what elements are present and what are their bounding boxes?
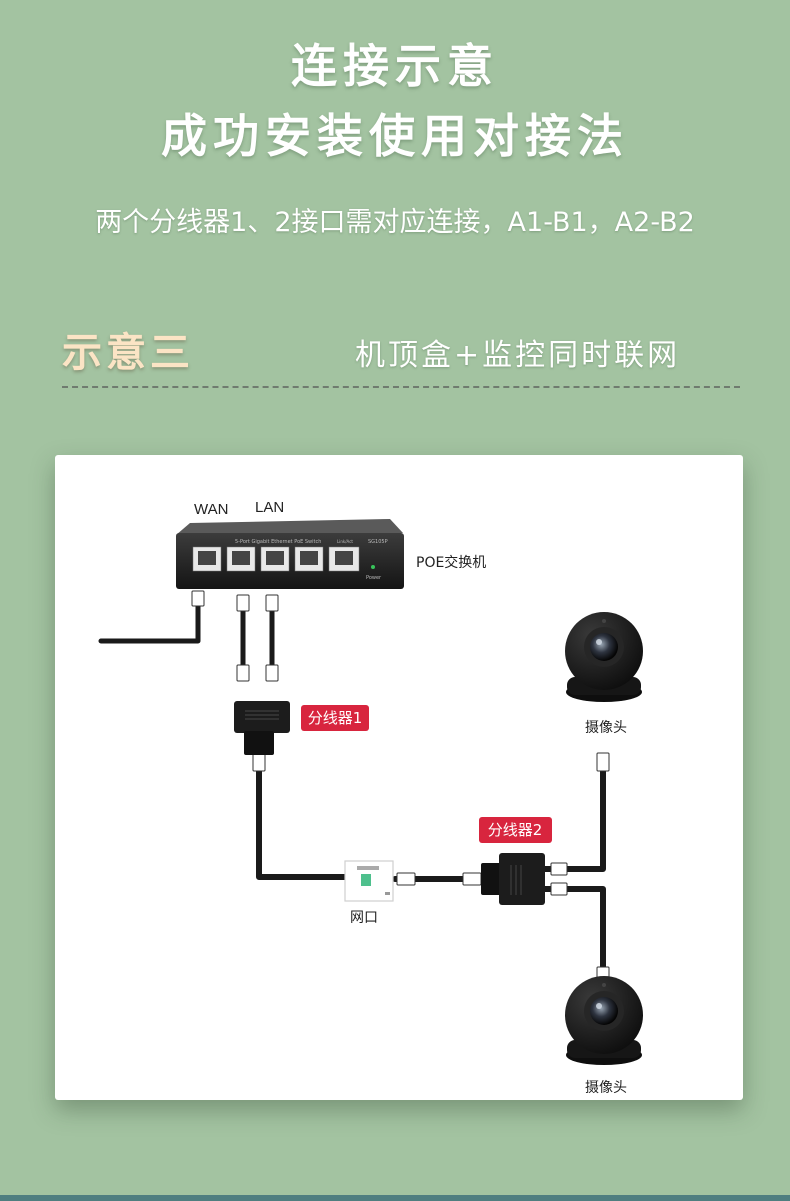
rj45-plug	[550, 882, 568, 896]
switch-link-label: Link/Act	[337, 539, 353, 544]
connection-diagram: WAN LAN 5-Port Gigabit Ethernet PoE Swit…	[98, 499, 643, 1096]
rj45-plug	[265, 594, 279, 612]
splitter-1	[234, 701, 290, 755]
rj45-plug	[396, 872, 416, 886]
title-line-2: 成功安装使用对接法	[161, 109, 629, 163]
splitter1-badge	[301, 705, 369, 731]
splitter1-label: 分线器1	[308, 709, 363, 727]
camera2-label: 摄像头	[585, 1080, 627, 1096]
rj45-plug	[236, 594, 250, 612]
switch-power-label: Power	[366, 575, 382, 581]
camera-2	[565, 976, 643, 1065]
power-led	[371, 565, 375, 569]
rj45-plug	[596, 752, 610, 772]
rj45-plug	[550, 862, 568, 876]
title-line-1: 连接示意	[291, 39, 499, 93]
wan-cable	[98, 592, 201, 644]
rj45-plug	[191, 590, 205, 607]
splitter2-to-camera2-cable	[542, 886, 606, 978]
rj45-plug	[236, 664, 250, 682]
section-description: 机顶盒+监控同时联网	[355, 338, 681, 373]
subtitle: 两个分线器1、2接口需对应连接，A1-B1，A2-B2	[95, 207, 695, 238]
splitter2-badge	[479, 817, 552, 843]
poe-switch-label: POE交换机	[416, 554, 486, 571]
camera-1	[565, 612, 643, 702]
dashed-divider	[62, 386, 740, 388]
camera1-label: 摄像头	[585, 720, 627, 736]
wall-port-label: 网口	[350, 910, 378, 926]
switch-model: SG105P	[368, 539, 388, 545]
poe-switch: 5-Port Gigabit Ethernet PoE Switch SG105…	[176, 519, 404, 589]
section-label: 示意三	[62, 330, 194, 376]
splitter2-to-camera1-cable	[542, 762, 606, 872]
bottom-bar	[0, 1195, 790, 1201]
splitter2-label: 分线器2	[488, 821, 543, 839]
wall-port	[344, 860, 394, 902]
rj45-plug	[265, 664, 279, 682]
splitter-2	[481, 853, 545, 905]
diagram-card: WAN LAN 5-Port Gigabit Ethernet PoE Swit…	[55, 455, 743, 1100]
splitter1-to-wall-cable	[256, 752, 348, 880]
rj45-plug	[252, 752, 266, 772]
rj45-plug	[462, 872, 482, 886]
switch-header-text: 5-Port Gigabit Ethernet PoE Switch	[235, 539, 321, 545]
lan-label: LAN	[255, 499, 284, 516]
wan-label: WAN	[194, 501, 228, 518]
